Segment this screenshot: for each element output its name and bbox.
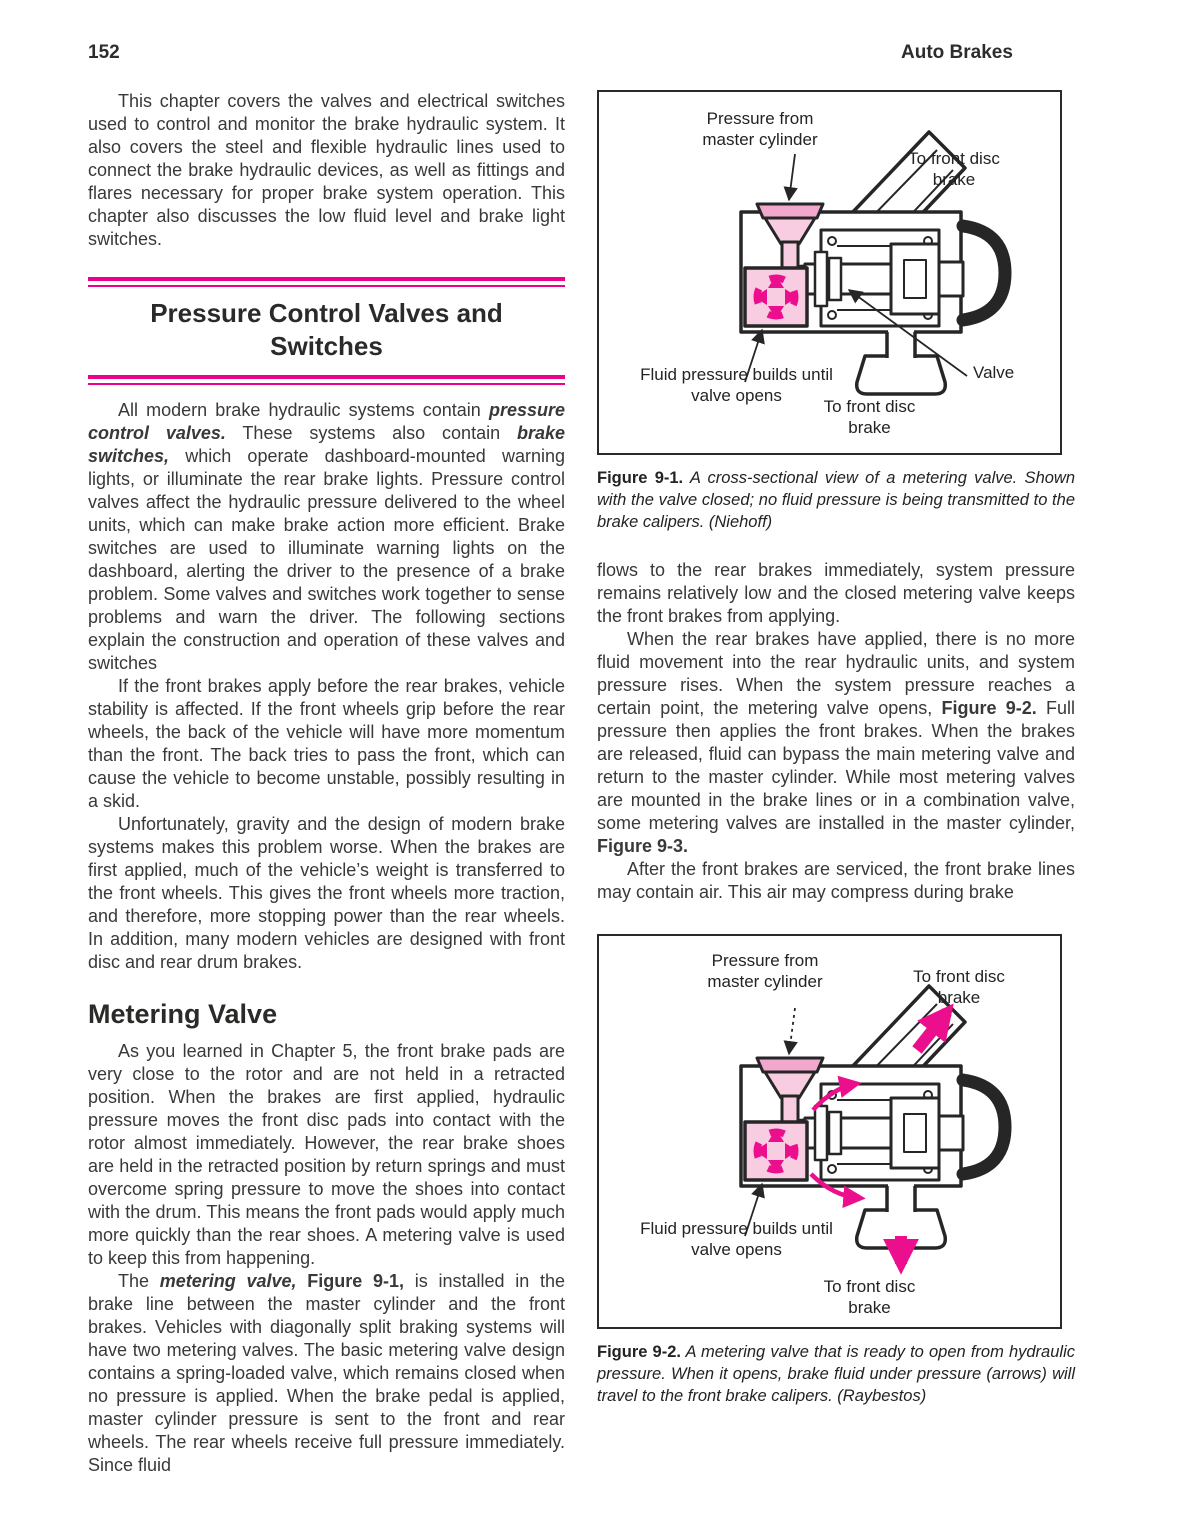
intro-paragraph: This chapter covers the valves and elect… bbox=[88, 91, 565, 249]
paragraph-when-rear: When the rear brakes have applied, there… bbox=[597, 629, 1075, 856]
paragraph-as-you-learned: As you learned in Chapter 5, the front b… bbox=[88, 1041, 565, 1268]
figure-9-1-caption: Figure 9-1. A cross-sectional view of a … bbox=[597, 469, 1076, 531]
paragraph-after-front: After the front brakes are serviced, the… bbox=[597, 859, 1075, 902]
label-valve: Valve bbox=[973, 363, 1015, 382]
paragraph-all-modern: All modern brake hydraulic systems conta… bbox=[88, 400, 565, 673]
section-heading-block: Pressure Control Valves and Switches bbox=[88, 277, 565, 385]
label-to-front-disc-brake-top: To front disc brake bbox=[913, 967, 1005, 1007]
metering-valve-closed-diagram bbox=[739, 130, 1012, 396]
left-column: This chapter covers the valves and elect… bbox=[88, 90, 565, 1477]
section-title: Pressure Control Valves and Switches bbox=[150, 298, 503, 361]
paragraph-if-front: If the front brakes apply before the rea… bbox=[88, 676, 565, 811]
page-number: 152 bbox=[88, 42, 120, 63]
metering-valve-open-diagram bbox=[739, 984, 1012, 1275]
figure-9-1: Pressure from master cylinder To front d… bbox=[597, 90, 1062, 455]
metering-valve-heading: Metering Valve bbox=[88, 999, 278, 1029]
label-to-front-disc-brake-top: To front disc brake bbox=[908, 149, 1000, 189]
label-fluid-pressure-builds: Fluid pressure builds until valve opens bbox=[640, 365, 833, 405]
label-to-front-disc-brake-bottom: To front disc brake bbox=[823, 397, 916, 437]
valve-rosette-icon bbox=[753, 274, 799, 320]
heading-rule-bottom bbox=[88, 375, 565, 385]
valve-rosette-icon bbox=[753, 1128, 799, 1174]
right-column: Pressure from master cylinder To front d… bbox=[597, 90, 1075, 1407]
figure-9-2-caption: Figure 9-2. A metering valve that is rea… bbox=[597, 1343, 1075, 1405]
label-to-front-disc-brake-bottom: To front disc brake bbox=[823, 1277, 916, 1317]
right-column-body: flows to the rear brakes immediately, sy… bbox=[597, 559, 1075, 904]
fluid-flow-arrows bbox=[809, 1003, 954, 1275]
paragraph-the-metering-valve: The metering valve, Figure 9-1, is insta… bbox=[88, 1271, 566, 1475]
label-pressure-from-master-cylinder: Pressure from master cylinder bbox=[707, 951, 823, 991]
paragraph-unfortunately: Unfortunately, gravity and the design of… bbox=[88, 814, 565, 972]
paragraph-flows: flows to the rear brakes immediately, sy… bbox=[597, 560, 1075, 626]
heading-rule-top bbox=[88, 277, 565, 287]
label-pressure-from-master-cylinder: Pressure from master cylinder bbox=[702, 109, 818, 149]
figure-9-2: Pressure from master cylinder To front d… bbox=[597, 934, 1062, 1329]
label-fluid-pressure-builds: Fluid pressure builds until valve opens bbox=[640, 1219, 833, 1259]
running-head-title: Auto Brakes bbox=[901, 42, 1013, 63]
